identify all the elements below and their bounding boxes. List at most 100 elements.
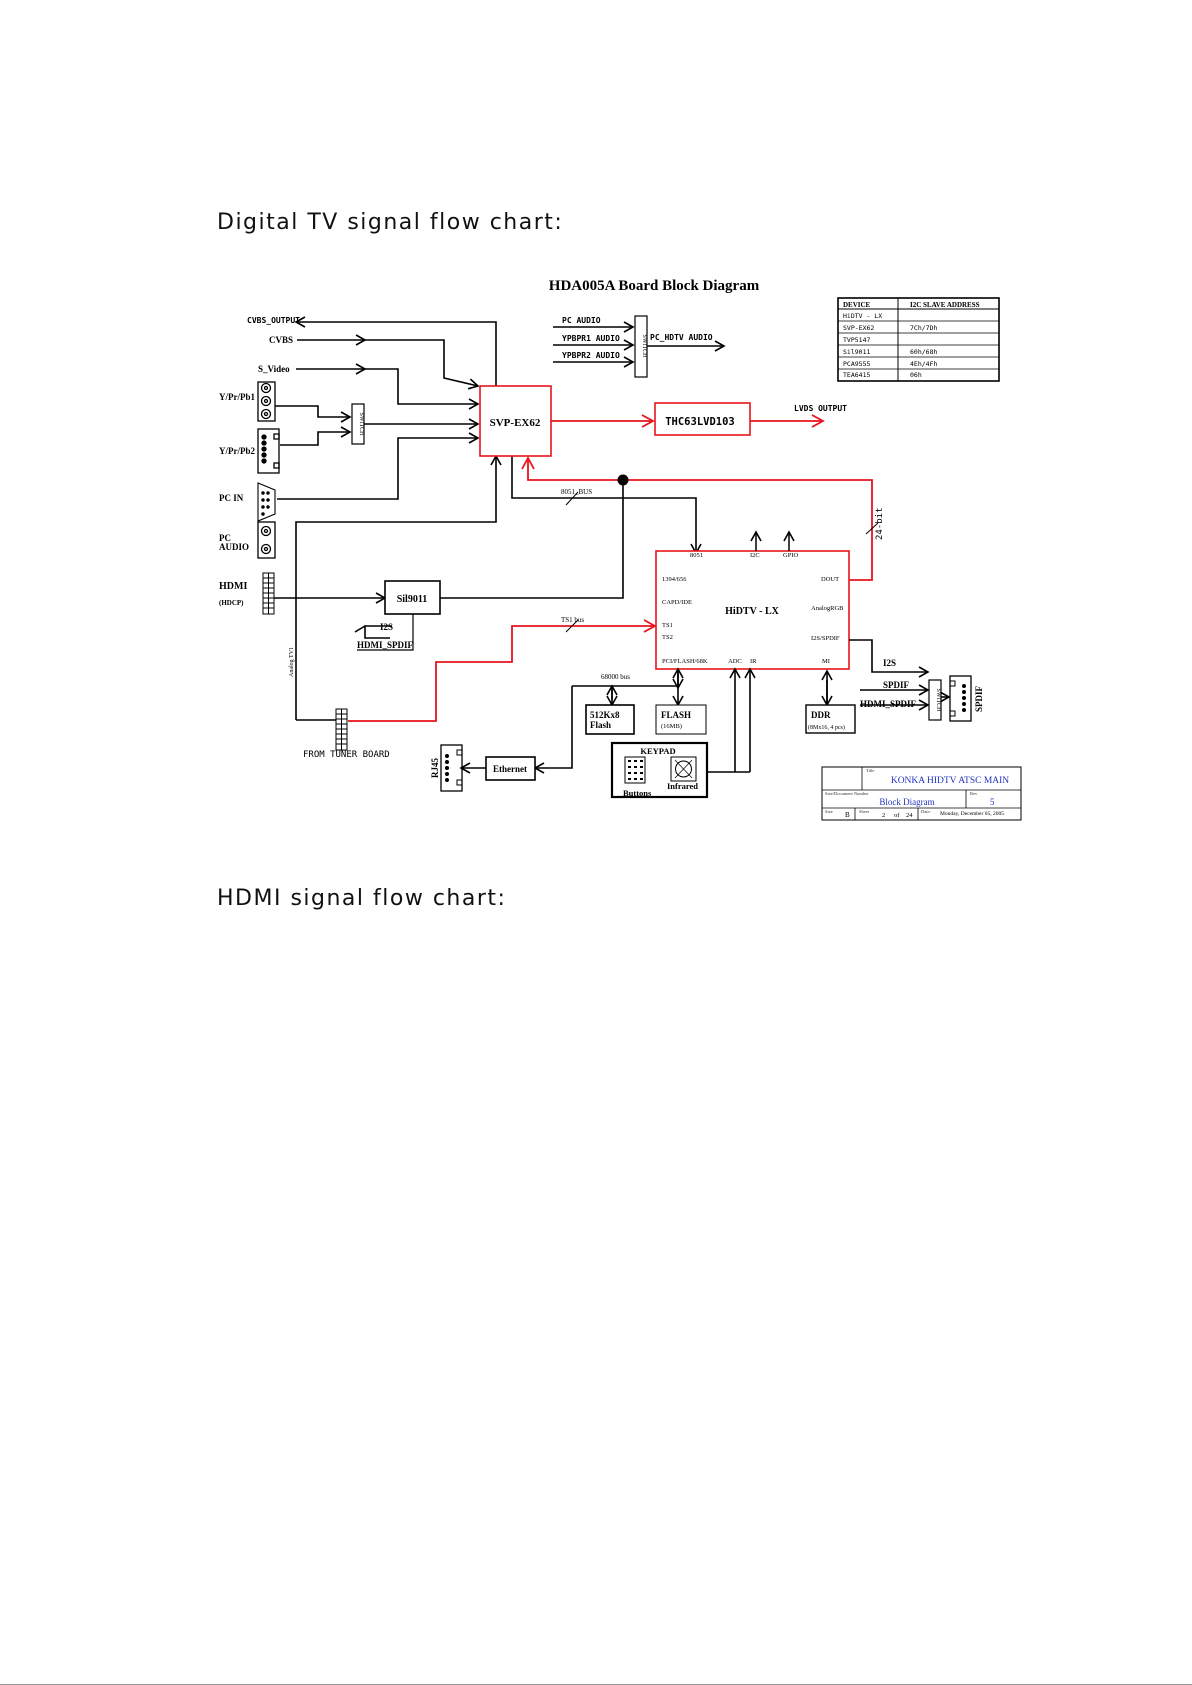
bus-68000-wiring	[533, 639, 951, 774]
label-hdcp: (HDCP)	[219, 599, 244, 607]
sil-i2s-label: I2S	[380, 622, 393, 632]
diagram-title: HDA005A Board Block Diagram	[549, 278, 760, 294]
lvds-output-label: LVDS OUTPUT	[794, 404, 847, 413]
bus-8051-label: 8051_BUS	[561, 488, 592, 496]
spdif-connector-label: SPDIF	[974, 685, 984, 712]
right-spdif-label: SPDIF	[883, 680, 910, 690]
table-cell: TVP5147	[843, 336, 870, 344]
audio-pc: PC AUDIO	[562, 316, 601, 325]
video-signal-path	[348, 414, 873, 722]
doc-value: Block Diagram	[879, 797, 934, 807]
svp-ex62-label: SVP-EX62	[490, 417, 541, 429]
title-value: KONKA HIDTV ATSC MAIN	[891, 776, 1009, 786]
input-labels: CVBS_OUTPUT CVBS S_Video Y/Pr/Pb1 Y/Pr/P…	[219, 316, 300, 607]
hidtv-top-arrows	[750, 530, 795, 551]
audio-section: PC AUDIO YPBPR1 AUDIO YPBPR2 AUDIO SWITC…	[553, 315, 726, 378]
table-header-device: DEVICE	[843, 301, 871, 309]
pc-audio-connector	[257, 521, 276, 559]
rj45-label: RJ45	[430, 758, 440, 778]
ddr-label: DDR	[811, 710, 831, 720]
size-value: B	[845, 811, 850, 819]
sheet-label: Sheet	[859, 809, 870, 814]
bus-68000-label: 68000 bus	[601, 673, 630, 681]
table-cell: TEA6415	[843, 371, 870, 379]
tuner-label: FROM TUNER BOARD	[303, 750, 390, 760]
hdmi-connector	[262, 572, 275, 615]
label-cvbs: CVBS	[269, 335, 293, 345]
flash-16mb-size: (16MB)	[661, 723, 682, 730]
ddr-block: DDR (8Mx16, 4 pcs)	[805, 704, 856, 734]
flash-512k-label: 512Kx8	[590, 710, 620, 720]
bus-labels: 8051_BUS TS1 bus 24-bit Analog TV1 68000…	[289, 488, 885, 681]
table-cell: PCA9555	[843, 360, 870, 368]
pin-pci: PCI/FLASH/68K	[662, 658, 708, 665]
right-i2s-label: I2S	[883, 658, 896, 668]
label-pc-in: PC IN	[219, 493, 244, 503]
infrared-label: Infrared	[667, 781, 698, 791]
keypad-block: KEYPAD Buttons Infrared	[610, 741, 709, 799]
analog-tv-label: Analog TV1	[289, 647, 295, 677]
spdif-output-section: I2S SPDIF HDMI_SPDIF SWITCH SPDIF	[860, 658, 984, 722]
table-cell: 06h	[910, 371, 922, 379]
ts1-bus-label: TS1 bus	[561, 616, 584, 624]
pin-ir: IR	[750, 658, 757, 665]
pin-dout: DOUT	[821, 576, 839, 583]
audio-pc-hdtv: PC_HDTV AUDIO	[650, 333, 713, 342]
flash-512k-block: 512Kx8 Flash	[585, 704, 635, 735]
svp-ex62-block: SVP-EX62	[479, 385, 552, 457]
heading-hdmi: HDMI signal flow chart:	[217, 886, 507, 911]
audio-ypbpr2: YPBPR2 AUDIO	[562, 351, 620, 360]
date-label: Date:	[921, 809, 931, 814]
title-label: Title	[866, 768, 874, 773]
table-cell: 60h/68h	[910, 348, 937, 356]
table-cell: SVP-EX62	[843, 324, 874, 332]
label-ypbpr1: Y/Pr/Pb1	[219, 392, 255, 402]
bus-junction	[617, 474, 629, 486]
table-cell: Sil9011	[843, 348, 870, 356]
label-ypbpr2: Y/Pr/Pb2	[219, 446, 255, 456]
pin-1394: 1394/656	[662, 576, 687, 583]
label-pc-audio-2: AUDIO	[219, 542, 249, 552]
table-cell: 4Eh/4Fh	[910, 360, 937, 368]
doc-label: Size/Document Number	[825, 791, 869, 796]
label-hdmi: HDMI	[219, 581, 247, 592]
tuner-connector	[335, 708, 348, 751]
table-cell: HiDTV - LX	[843, 312, 882, 320]
buttons-label: Buttons	[623, 788, 652, 798]
heading-digital-tv: Digital TV signal flow chart:	[217, 210, 564, 235]
label-pc-audio: PC	[219, 533, 231, 543]
pin-ts1: TS1	[662, 622, 673, 629]
pin-i2sspdif: I2S/SPDIF	[811, 635, 840, 642]
label-s-video: S_Video	[258, 364, 290, 374]
ypbpr-switch: SWITCH	[351, 403, 365, 445]
i2c-address-table: DEVICE I2C SLAVE ADDRESS HiDTV - LX SVP-…	[837, 297, 1000, 382]
sheet-of: of	[894, 812, 900, 819]
table-cell: 7Ch/7Dh	[910, 324, 937, 332]
input-wiring	[274, 316, 702, 720]
pin-analogrgb: AnalogRGB	[811, 605, 844, 612]
pin-mi: MI	[822, 658, 830, 665]
ddr-sub-label: (8Mx16, 4 pcs)	[808, 724, 845, 731]
ypbpr2-connector	[257, 428, 280, 474]
pin-gpio: GPIO	[783, 552, 798, 559]
ypbpr-switch-label: SWITCH	[358, 413, 364, 437]
flash-16mb-block: FLASH (16MB)	[655, 704, 707, 735]
rj45-connector: RJ45	[430, 744, 463, 792]
label-cvbs-output: CVBS_OUTPUT	[247, 316, 300, 325]
pin-i2c: I2C	[750, 552, 760, 559]
ethernet-label: Ethernet	[493, 764, 527, 774]
pin-capd: CAPD/IDE	[662, 599, 692, 606]
size-label: Size	[825, 809, 833, 814]
ypbpr1-connector	[257, 381, 276, 422]
pin-ts2: TS2	[662, 634, 673, 641]
pc-in-connector	[257, 482, 276, 522]
rev-label: Rev	[970, 791, 978, 796]
ethernet-block: Ethernet	[459, 756, 536, 781]
flash-512k-label-2: Flash	[590, 720, 611, 730]
keypad-label: KEYPAD	[640, 746, 675, 756]
right-hdmi-spdif-label: HDMI_SPDIF	[860, 699, 917, 709]
pin-adc: ADC	[728, 658, 742, 665]
flash-16mb-label: FLASH	[661, 710, 691, 720]
rev-value: 5	[990, 797, 995, 807]
